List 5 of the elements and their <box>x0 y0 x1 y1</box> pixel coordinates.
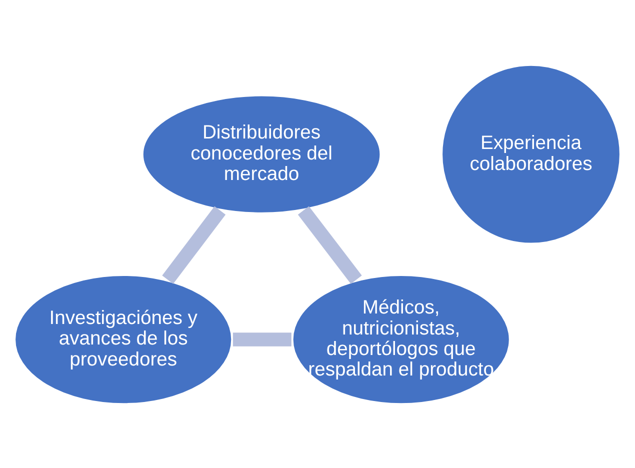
connector <box>162 206 226 284</box>
node-circle: Experiencia colaboradores <box>440 62 622 246</box>
connector <box>298 206 362 284</box>
connector <box>232 332 292 346</box>
node-ellipse: Distribuidores conocedores del mercado <box>140 93 382 215</box>
